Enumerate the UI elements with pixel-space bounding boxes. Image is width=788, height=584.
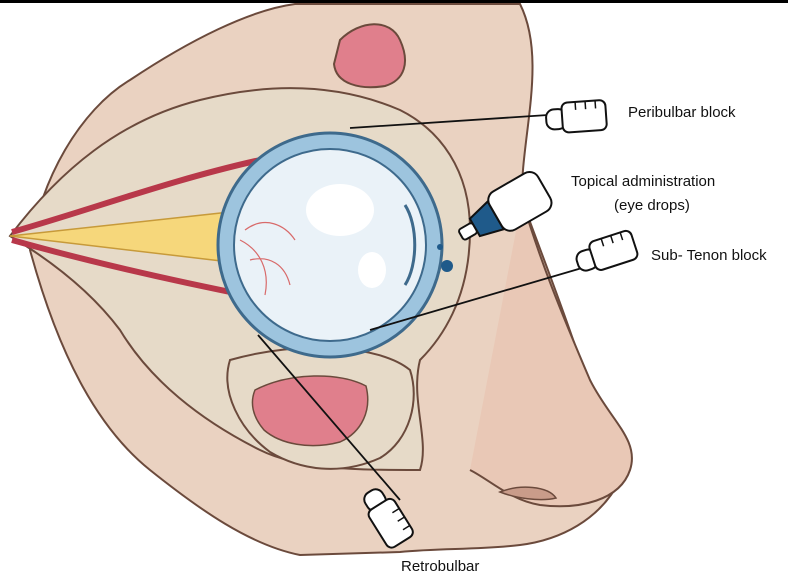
topical-label-line2: (eye drops) <box>614 197 690 215</box>
eye-drop-small <box>437 244 443 250</box>
lower-sinus-cavity <box>252 376 367 446</box>
eye-highlight-small <box>358 252 386 288</box>
subtenon-label: Sub- Tenon block <box>651 247 767 265</box>
eye-highlight <box>306 184 374 236</box>
eye-globe <box>234 149 426 341</box>
syringe-icon <box>545 100 607 134</box>
peribulbar-label: Peribulbar block <box>628 104 736 122</box>
syringe-icon <box>573 229 639 276</box>
topical-label-line1: Topical administration <box>571 173 715 191</box>
retrobulbar-label: Retrobulbar <box>401 558 479 576</box>
eye-drop <box>441 260 453 272</box>
